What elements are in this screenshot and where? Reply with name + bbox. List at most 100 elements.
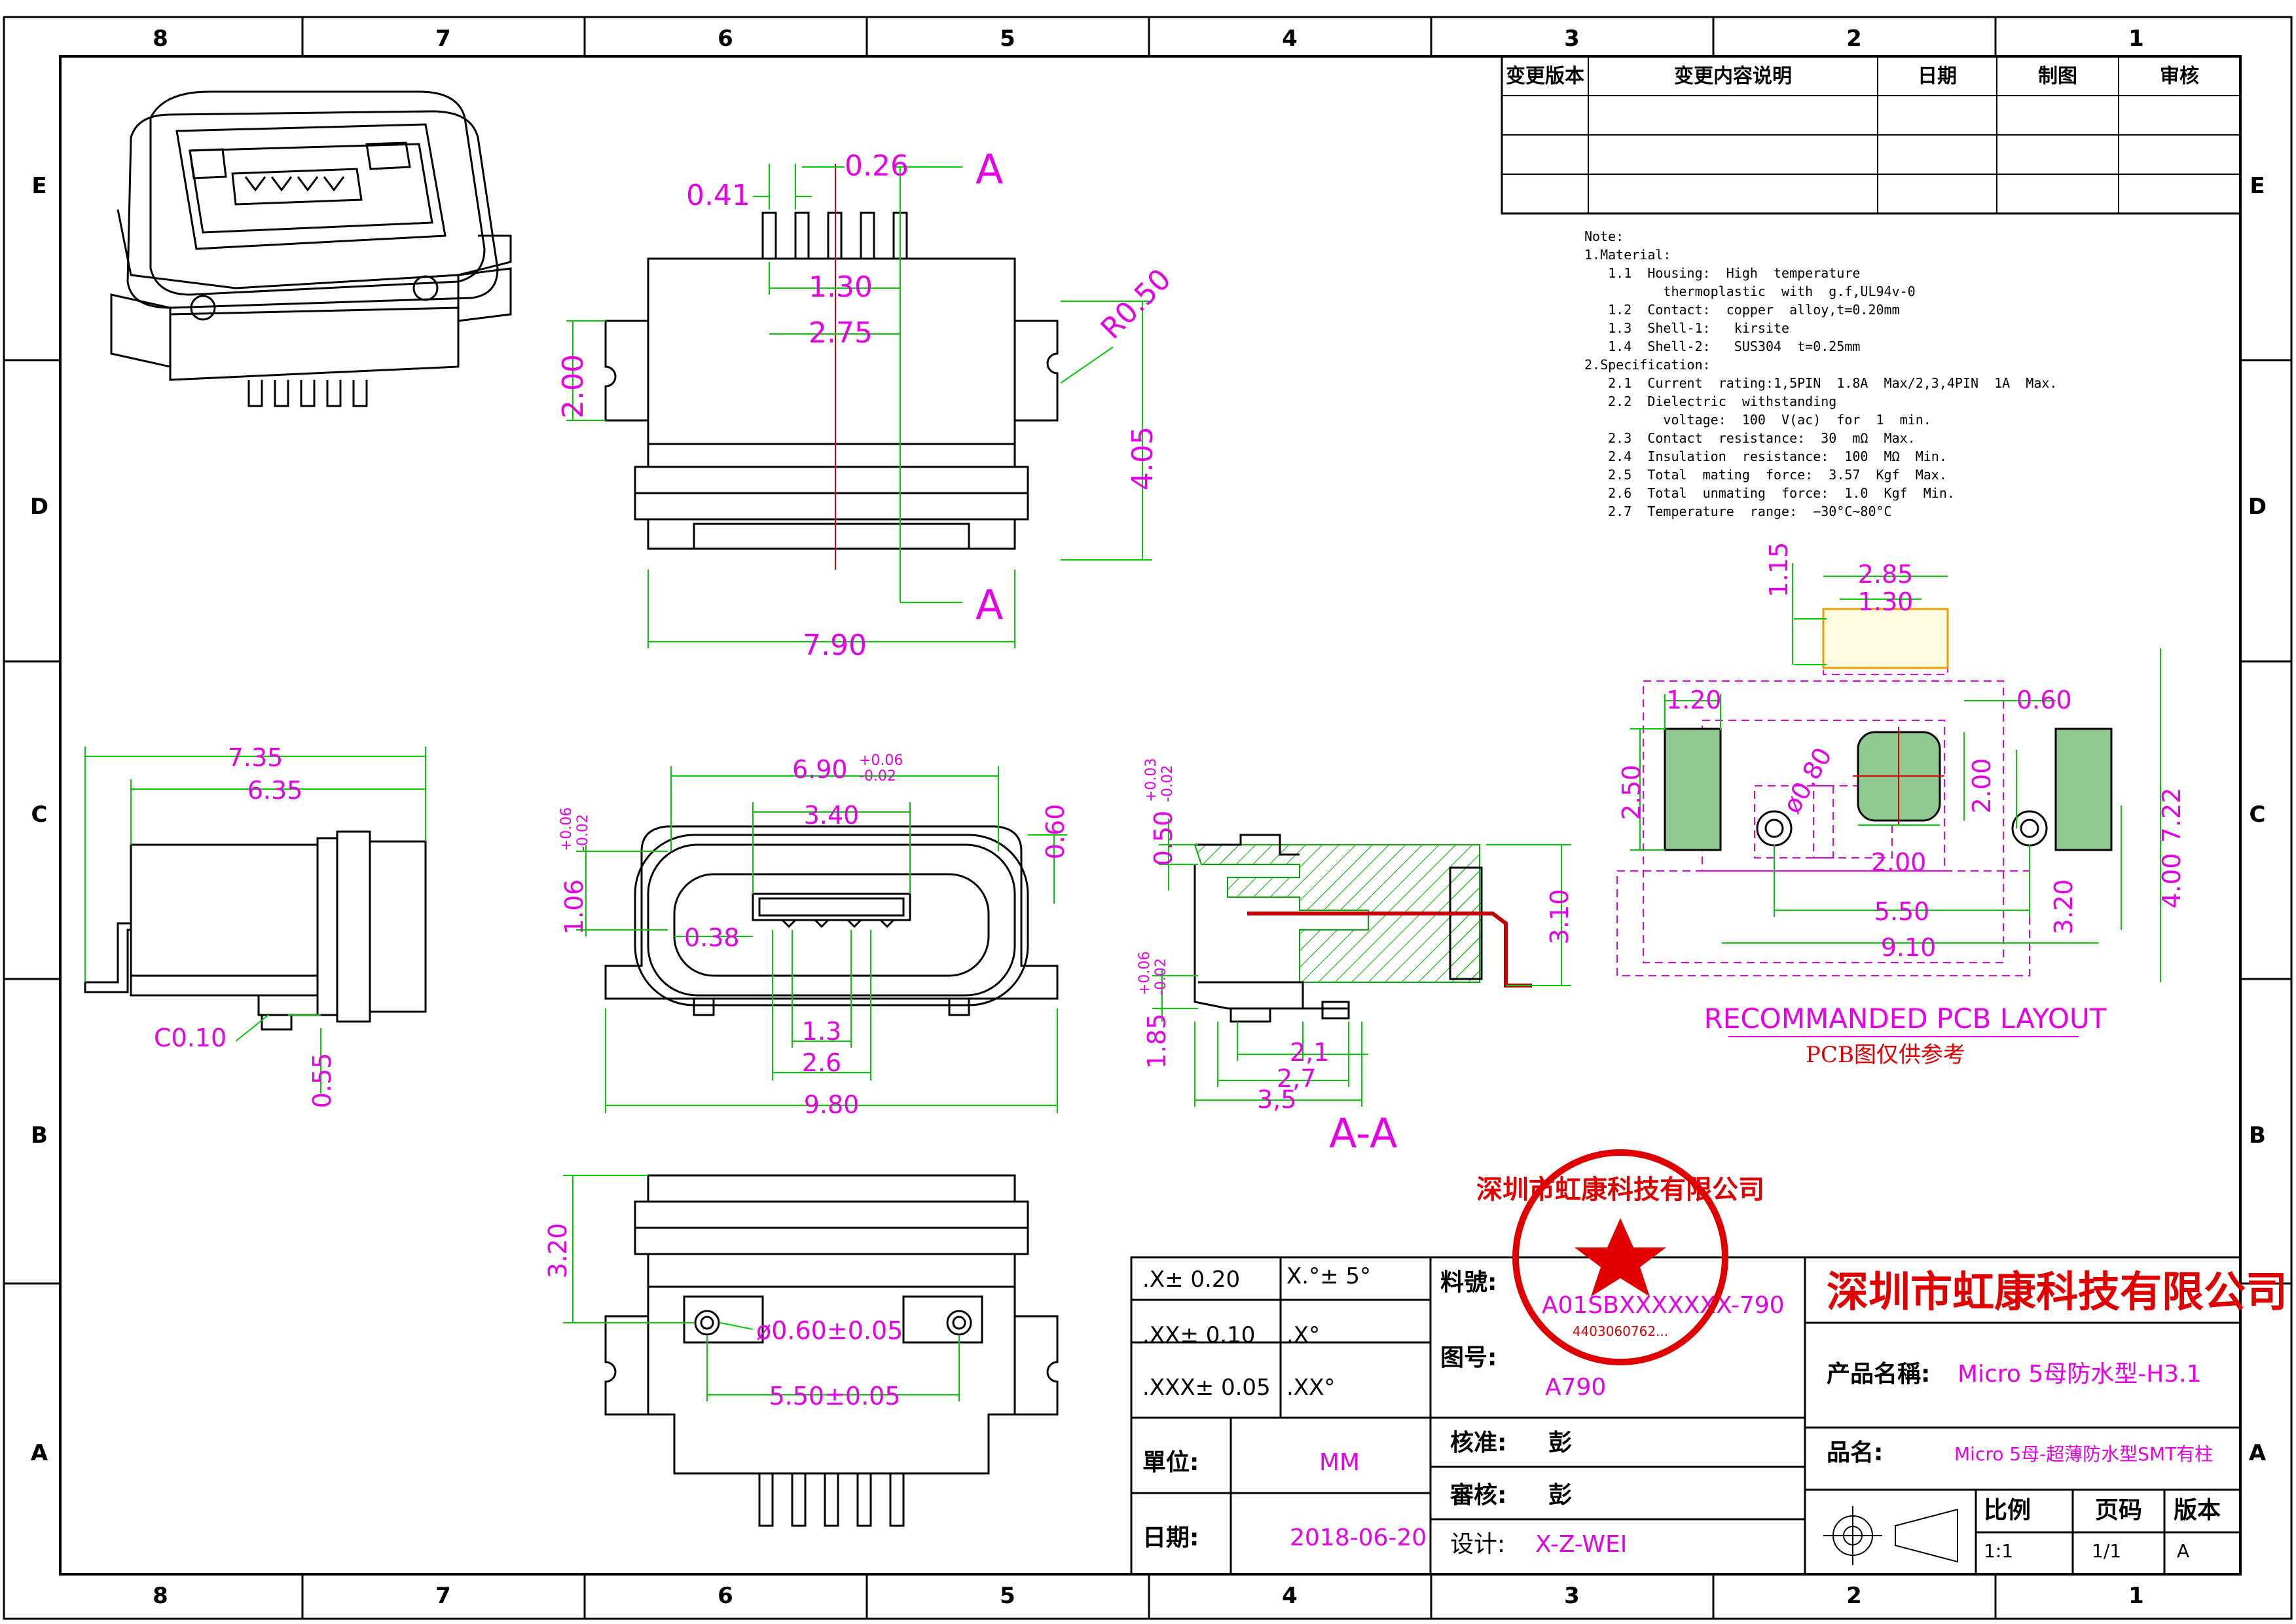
zone-label-top: 8 xyxy=(153,26,168,52)
ang-xx: .X° xyxy=(1286,1322,1320,1348)
dim-label: 0.55 xyxy=(308,1053,337,1109)
dim-label: 7.35 xyxy=(228,743,283,772)
page-value: 1/1 xyxy=(2092,1540,2121,1562)
dim-label: C0.10 xyxy=(154,1024,227,1052)
side-view-dimensions xyxy=(84,747,426,1094)
spec-notes: Note: 1.Material: 1.1 Housing: High temp… xyxy=(1584,229,2057,519)
note-line: Note: xyxy=(1584,229,1624,244)
zone-label-top: 6 xyxy=(718,26,733,52)
zone-label-right: C xyxy=(2250,802,2266,828)
note-line: 2.4 Insulation resistance: 100 MΩ Min. xyxy=(1584,449,1947,464)
part-no-label: 料號: xyxy=(1440,1269,1497,1296)
scale-value: 1:1 xyxy=(1984,1540,2013,1562)
dim-label: 1.06 xyxy=(560,879,589,935)
section-marker-a: A xyxy=(975,581,1003,629)
item-name-value: Micro 5母-超薄防水型SMT有柱 xyxy=(1954,1443,2213,1465)
dim-label: 2.75 xyxy=(809,316,873,350)
dim-label: 3.20 xyxy=(543,1223,572,1279)
zone-label-top: 3 xyxy=(1564,26,1580,52)
zone-label-top: 7 xyxy=(435,26,451,52)
item-name-label: 品名: xyxy=(1827,1439,1883,1466)
seal-text: 深圳市虹康科技有限公司 xyxy=(1476,1175,1764,1205)
zone-label-bottom: 2 xyxy=(1846,1583,1862,1609)
note-line: 2.2 Dielectric withstanding xyxy=(1584,394,1836,409)
drawing-no-label: 图号: xyxy=(1440,1344,1497,1371)
dim-label: 0.60 xyxy=(2016,686,2072,714)
zone-label-bottom: 5 xyxy=(1000,1583,1015,1609)
rev-header-date: 日期 xyxy=(1918,65,1957,88)
title-block-small-values: 1:1 1/1 A xyxy=(1984,1540,2189,1562)
note-line: 1.1 Housing: High temperature xyxy=(1584,265,1860,281)
zone-label-bottom: 7 xyxy=(435,1583,451,1609)
note-line: 2.7 Temperature range: −30°C~80°C xyxy=(1584,504,1892,519)
pcb-caption: RECOMMANDED PCB LAYOUT xyxy=(1704,1003,2107,1035)
zone-label-left: E xyxy=(31,173,46,199)
zone-label-bottom: 4 xyxy=(1282,1583,1298,1609)
section-marker-a: A xyxy=(975,145,1003,193)
revision-table: 变更版本 变更内容说明 日期 制图 审核 xyxy=(1501,55,2242,215)
dim-label: 1.85 xyxy=(1142,1014,1171,1069)
ang-x: X.°± 5° xyxy=(1286,1263,1371,1289)
side-view-labels: 7.35 6.35 C0.10 0.55 xyxy=(154,743,337,1108)
rev-header-description: 变更内容说明 xyxy=(1674,65,1792,88)
zone-label-right: E xyxy=(2250,173,2265,199)
dim-label: 3.10 xyxy=(1545,889,1574,945)
tol-xxx: .XXX± 0.05 xyxy=(1142,1375,1271,1401)
revision-value: A xyxy=(2177,1540,2189,1562)
zone-label-top: 4 xyxy=(1282,26,1298,52)
pcb-dimensions xyxy=(1630,563,2161,982)
note-line: 2.6 Total unmating force: 1.0 Kgf Min. xyxy=(1584,485,1955,501)
dim-label: R0.50 xyxy=(1095,263,1178,346)
dim-label: 2.6 xyxy=(802,1048,841,1077)
dim-tolerance: -0.02 xyxy=(575,814,591,851)
title-block xyxy=(1130,1256,2242,1576)
dim-label: 3,5 xyxy=(1257,1085,1296,1114)
dim-label: 9.80 xyxy=(804,1090,860,1119)
section-view xyxy=(1194,834,1532,1023)
dim-label: 1.30 xyxy=(809,270,873,304)
dim-label: 3.20 xyxy=(2049,879,2078,935)
zone-label-right: D xyxy=(2248,494,2267,520)
dim-label: 2,1 xyxy=(1290,1038,1329,1067)
rev-header-checker: 审核 xyxy=(2160,65,2199,88)
seal-number: 4403060762... xyxy=(1573,1323,1668,1339)
dim-label: 5.50±0.05 xyxy=(769,1382,900,1411)
section-view-labels: 0.50 +0.03 -0.02 1.85 +0.06 -0.02 3.10 2… xyxy=(1137,758,1574,1157)
dim-label: 0.60 xyxy=(1041,804,1070,860)
dim-label: 2,7 xyxy=(1277,1064,1316,1093)
rev-header-drafter: 制图 xyxy=(2038,65,2077,88)
dim-label: 7.22 xyxy=(2157,788,2186,843)
dim-tolerance: +0.03 xyxy=(1143,758,1159,802)
dim-tolerance: -0.02 xyxy=(1159,765,1176,802)
zone-label-bottom: 8 xyxy=(153,1583,168,1609)
dim-label: 2.85 xyxy=(1858,560,1914,589)
dim-label: 7.90 xyxy=(803,629,867,662)
dim-label: 5.50 xyxy=(1874,897,1930,926)
top-view-dimensions xyxy=(566,164,1152,648)
bottom-view-dimensions xyxy=(563,1175,960,1401)
note-line: 1.4 Shell-2: SUS304 t=0.25mm xyxy=(1584,339,1860,354)
note-line: 2.1 Current rating:1,5PIN 1.8A Max/2,3,4… xyxy=(1584,375,2057,391)
dim-label: 2.00 xyxy=(1871,848,1927,877)
dim-tolerance: +0.06 xyxy=(859,752,903,769)
approve-label: 核准: xyxy=(1450,1430,1506,1456)
ang-xxx: .XX° xyxy=(1286,1375,1335,1401)
date-value: 2018-06-20 xyxy=(1290,1524,1427,1551)
dim-label: 3.40 xyxy=(804,801,860,830)
title-block-labels: 單位: 日期: 料號: 图号: 核准: 審核: 设计: 彭 彭 产品名稱: 品名… xyxy=(1142,1269,2221,1558)
dim-label: 0.41 xyxy=(686,179,750,212)
front-view xyxy=(604,825,1059,1016)
part-no-value: A01SBXXXXXXX-790 xyxy=(1542,1292,1785,1319)
zone-label-left: D xyxy=(30,494,48,520)
date-label: 日期: xyxy=(1142,1524,1199,1551)
review-value: 彭 xyxy=(1548,1482,1572,1509)
dim-label: 4.00 xyxy=(2157,853,2186,909)
zone-label-left: B xyxy=(31,1122,48,1149)
note-line: 1.Material: xyxy=(1584,247,1671,263)
dim-label: 6.90 xyxy=(792,755,848,784)
dim-label: 2.50 xyxy=(1617,765,1646,821)
projection-symbol xyxy=(1823,1506,1958,1565)
zone-label-left: C xyxy=(31,802,48,828)
dim-label: 0.50 xyxy=(1149,811,1178,866)
